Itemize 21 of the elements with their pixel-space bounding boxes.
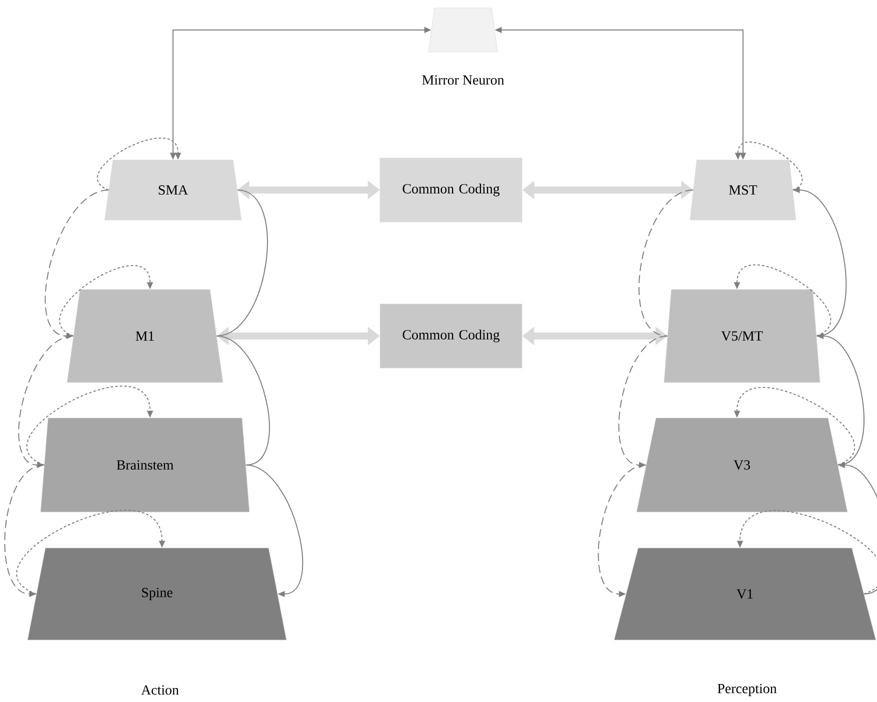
connector-arrow [26, 386, 154, 466]
connector-line [216, 335, 270, 466]
node-label: Mirror Neuron [422, 75, 504, 85]
connector-arrow [245, 464, 304, 598]
column-label: Action [141, 685, 179, 695]
connector-arrow [16, 510, 166, 594]
connector-arrow [59, 265, 154, 336]
trapezoid-box: V3 [636, 418, 848, 512]
process-box: Common Coding [380, 158, 522, 222]
trapezoid-box: SMA [104, 160, 242, 220]
trapezoid-box: Brainstem [40, 418, 250, 512]
process-box: Common Coding [380, 304, 522, 368]
column-label: Perception [718, 684, 777, 696]
trapezoid-box: Spine [27, 548, 287, 640]
trapezoid-box: V1 [614, 548, 876, 640]
connector-line [638, 189, 694, 336]
connector-arrow [96, 138, 182, 190]
trapezoid-box: MST [690, 160, 796, 220]
trapezoid-box: M1 [66, 289, 224, 383]
trapezoid-box: Mirror Neuron [422, 8, 504, 85]
trapezoid-box: V5/MT [664, 289, 820, 383]
